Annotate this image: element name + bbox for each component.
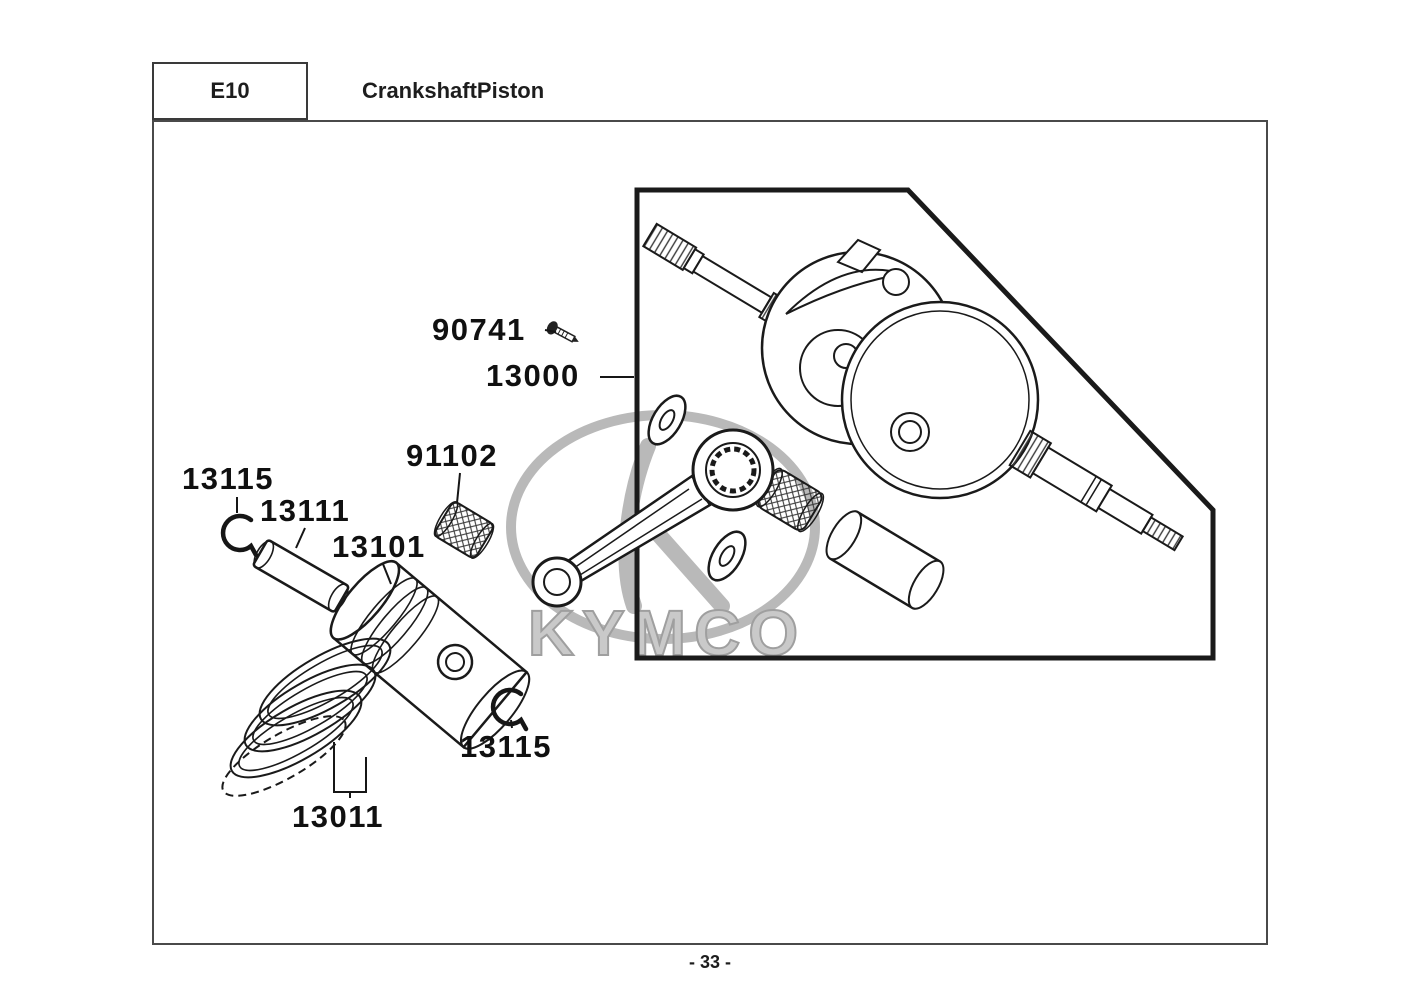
page-number: - 33 - [688, 952, 731, 972]
part-label-90741: 90741 [432, 312, 526, 347]
part-label-13115-lower: 13115 [460, 729, 552, 764]
part-label-91102: 91102 [406, 438, 498, 473]
page-title: CrankshaftPiston [362, 78, 545, 103]
section-code: E10 [210, 78, 250, 103]
diagram-frame [152, 120, 1268, 945]
part-label-13115-upper: 13115 [182, 461, 274, 496]
part-label-13000: 13000 [486, 358, 580, 393]
part-label-13111: 13111 [260, 493, 351, 528]
section-code-box: E10 [152, 62, 308, 120]
part-label-13011: 13011 [292, 799, 384, 834]
part-label-13101: 13101 [332, 529, 426, 564]
